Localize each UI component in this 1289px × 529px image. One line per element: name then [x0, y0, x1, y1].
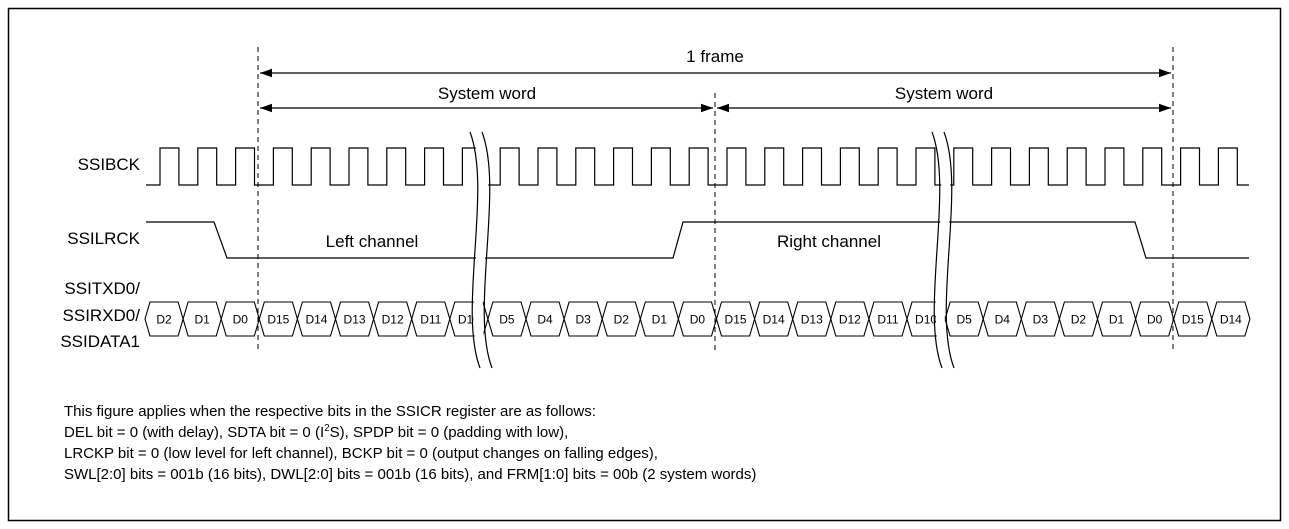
- ssibck-waveform: [146, 147, 1249, 186]
- note-line-2-b: S), SPDP bit = 0 (padding with low),: [329, 424, 569, 441]
- data-cell-label: D0: [690, 313, 706, 327]
- data-label-line1: SSITXD0/: [64, 279, 140, 298]
- system-word-2-label: System word: [895, 84, 993, 103]
- system-word-1-label: System word: [438, 84, 536, 103]
- data-cell-label: D2: [156, 313, 172, 327]
- data-cell-label: D15: [725, 313, 747, 327]
- data-cell-label: D5: [499, 313, 515, 327]
- data-cell-label: D4: [995, 313, 1011, 327]
- data-cell-label: D3: [1033, 313, 1049, 327]
- data-cell-label: D14: [305, 313, 327, 327]
- data-cell-label: D15: [267, 313, 289, 327]
- data-label-line3: SSIDATA1: [60, 332, 140, 351]
- data-bus: D2 D1 D0 D15 D14 D13 D12 D11 D10 D5 D4 D3 D2 D1 D0 D15 D…: [144, 301, 1251, 337]
- data-cell-label: D1: [194, 313, 210, 327]
- data-cell-label: D14: [1220, 313, 1242, 327]
- data-cell-label: D2: [614, 313, 630, 327]
- ssilrck-waveform: [146, 221, 1249, 259]
- note-line-4: SWL[2:0] bits = 001b (16 bits), DWL[2:0]…: [64, 466, 757, 483]
- right-channel-label: Right channel: [777, 232, 881, 251]
- data-cell-label: D2: [1071, 313, 1087, 327]
- data-cell-label: D14: [763, 313, 785, 327]
- note-line-2-a: DEL bit = 0 (with delay), SDTA bit = 0 (…: [64, 424, 325, 441]
- data-cell-label: D13: [801, 313, 823, 327]
- data-cell-label: D4: [537, 313, 553, 327]
- data-cell-label: D11: [420, 313, 441, 327]
- ssilrck-label: SSILRCK: [67, 229, 140, 248]
- data-cell: [1211, 301, 1251, 337]
- ssibck-label: SSIBCK: [78, 155, 141, 174]
- data-cell-label: D12: [382, 313, 404, 327]
- data-cell-label: D0: [1147, 313, 1163, 327]
- data-cell-label: D10: [915, 313, 937, 327]
- note-line-2-sup: 2: [324, 423, 330, 434]
- data-cell-label: D13: [344, 313, 366, 327]
- register-notes: This figure applies when the respective …: [64, 401, 1224, 485]
- data-cell-label: D11: [877, 313, 898, 327]
- figure-border: [7, 7, 1282, 522]
- left-channel-label: Left channel: [326, 232, 419, 251]
- data-label-line2: SSIRXD0/: [63, 306, 141, 325]
- data-cell-label: D15: [1182, 313, 1204, 327]
- data-cell-label: D1: [1109, 313, 1125, 327]
- data-cell-label: D5: [956, 313, 972, 327]
- data-cell-label: D0: [233, 313, 249, 327]
- data-cell-label: D3: [575, 313, 591, 327]
- note-line-3: LRCKP bit = 0 (low level for left channe…: [64, 445, 658, 462]
- break-mark-right: [931, 130, 955, 370]
- note-line-2: DEL bit = 0 (with delay), SDTA bit = 0 (…: [64, 422, 1224, 443]
- note-line-1: This figure applies when the respective …: [64, 403, 596, 420]
- data-cell-label: D12: [839, 313, 861, 327]
- break-mark-left: [469, 130, 493, 370]
- data-cell-label: D1: [652, 313, 668, 327]
- frame-label: 1 frame: [686, 47, 744, 66]
